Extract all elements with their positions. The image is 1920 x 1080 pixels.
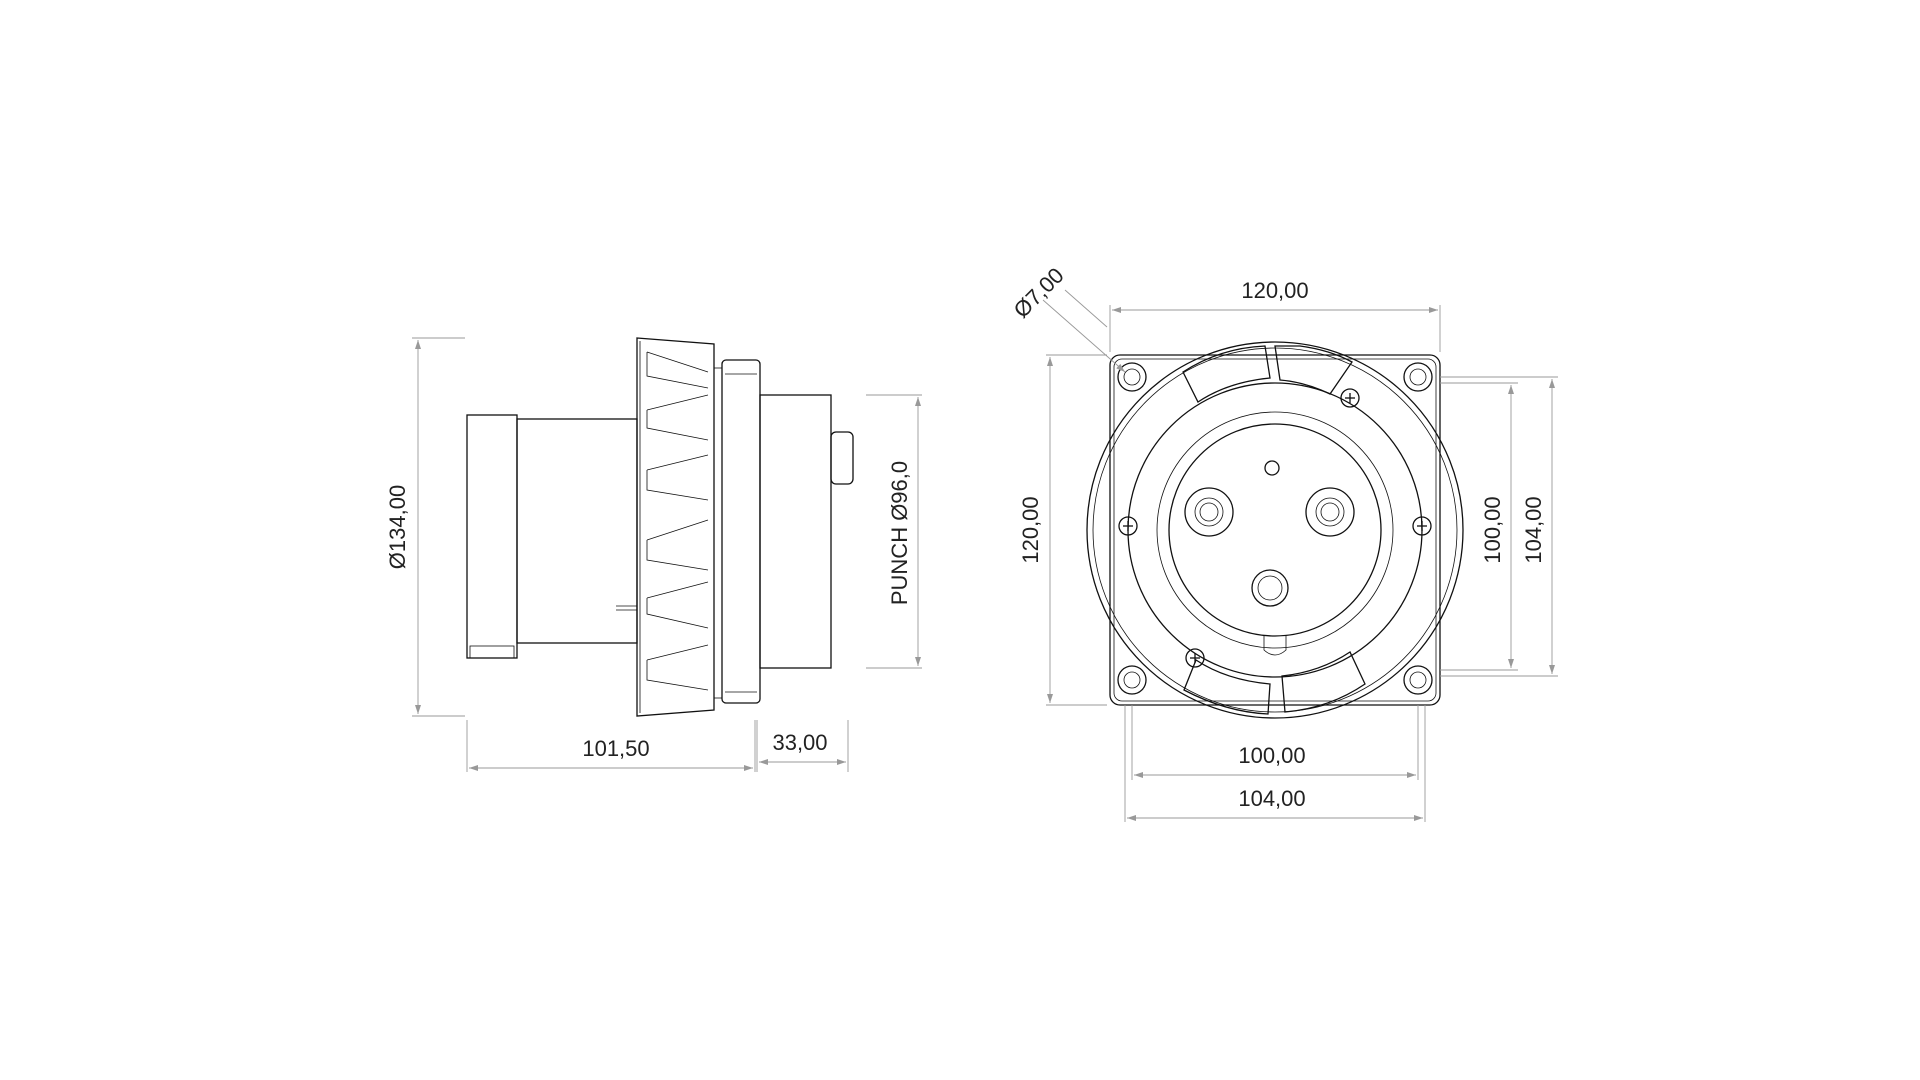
- front-tube: [759, 394, 832, 669]
- pin: [1251, 569, 1289, 607]
- dim-side-length: 101,50: [582, 736, 649, 761]
- outer-ring: [1086, 341, 1464, 719]
- side-view: [466, 337, 854, 717]
- dim-side-depth: 33,00: [772, 730, 827, 755]
- dim-front-outer-width: 104,00: [1238, 786, 1305, 811]
- mounting-hole: [1403, 665, 1433, 695]
- mounting-plate: [721, 359, 761, 704]
- pin: [1184, 487, 1234, 537]
- socket-face: [1168, 423, 1382, 637]
- square-flange: [1109, 354, 1441, 706]
- mounting-hole: [1117, 362, 1147, 392]
- side-dimensions: Ø134,00 101,50 33,00 PUNCH Ø96,0: [385, 337, 922, 772]
- dim-punch: PUNCH Ø96,0: [887, 461, 912, 605]
- dim-front-width-top: 120,00: [1241, 278, 1308, 303]
- rear-housing-lip: [469, 645, 515, 659]
- seal-ring: [713, 367, 723, 699]
- dim-hole-diameter: Ø7,00: [1009, 263, 1069, 323]
- finned-flange: [636, 337, 715, 717]
- lid-bottom: [1183, 659, 1271, 715]
- front-latch: [830, 431, 854, 485]
- rear-housing: [466, 414, 518, 659]
- dim-front-height: 120,00: [1018, 496, 1043, 563]
- dim-front-inner-width: 100,00: [1238, 743, 1305, 768]
- front-view: [1086, 341, 1464, 719]
- mounting-hole: [1117, 665, 1147, 695]
- lid-top: [1182, 345, 1271, 403]
- dim-side-diameter: Ø134,00: [385, 485, 410, 569]
- pilot-pin: [1264, 460, 1280, 476]
- dim-front-outer-height: 104,00: [1521, 496, 1546, 563]
- flange-fins: [646, 351, 709, 691]
- body-tube: [516, 418, 638, 644]
- pin: [1305, 487, 1355, 537]
- dim-line-hole: [1042, 299, 1126, 373]
- screw: [1185, 648, 1205, 668]
- key-notch: [1263, 636, 1287, 656]
- dim-front-inner-height: 100,00: [1480, 496, 1505, 563]
- cover-ring: [1127, 382, 1423, 678]
- mounting-hole: [1403, 362, 1433, 392]
